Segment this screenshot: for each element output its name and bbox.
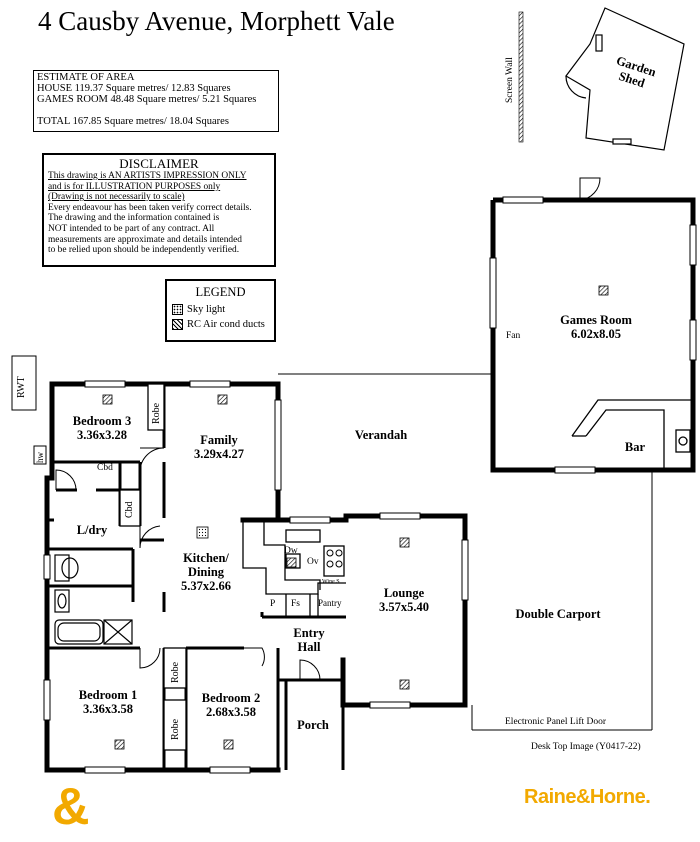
estimate-house: HOUSE 119.37 Square metres/ 12.83 Square… <box>37 83 231 94</box>
skylight-icon <box>172 304 183 315</box>
screen-wall <box>518 11 524 143</box>
area-verandah: Verandah <box>354 428 408 442</box>
robe-label: Robe <box>151 402 162 424</box>
disclaimer-line: NOT intended to be part of any contract.… <box>48 223 215 234</box>
pantry-p-label: P <box>270 599 276 609</box>
legend-skylight: Sky light <box>172 304 274 315</box>
kitchen-bench <box>242 520 346 617</box>
area-porch: Porch <box>297 718 329 732</box>
air-ducts <box>102 285 609 750</box>
legend-ducts-label: RC Air cond ducts <box>187 319 265 330</box>
disclaimer-heading: DISCLAIMER <box>119 156 199 171</box>
screen-wall-label: Screen Wall <box>505 57 515 103</box>
estimate-heading: ESTIMATE OF AREA <box>37 72 135 83</box>
air-duct-icon <box>172 319 183 330</box>
disclaimer-line: and is for ILLUSTRATION PURPOSES only <box>48 181 221 192</box>
area-laundry: L/dry <box>76 523 108 537</box>
estimate-games-room: GAMES ROOM 48.48 Square metres/ 5.21 Squ… <box>37 94 257 105</box>
area-estimate-box: ESTIMATE OF AREA HOUSE 119.37 Square met… <box>33 70 279 132</box>
disclaimer-line: measurements are approximate and details… <box>48 234 242 245</box>
windows <box>43 380 469 774</box>
pantry-label: Pantry <box>318 598 342 608</box>
fridge-space-label: Fs <box>291 599 300 609</box>
cbd-label: Cbd <box>97 463 113 473</box>
garden-shed <box>565 7 685 151</box>
robes <box>119 383 187 751</box>
oven-label: Ov <box>307 557 319 567</box>
estimate-total: TOTAL 167.85 Square metres/ 18.04 Square… <box>37 116 229 127</box>
legend-box: LEGEND Sky light RC Air cond ducts <box>165 279 276 342</box>
lift-door-label: Electronic Panel Lift Door <box>505 717 607 727</box>
games-room-walls <box>490 197 696 473</box>
disclaimer-line: to be relied upon should be independentl… <box>48 245 240 256</box>
robe-label: Robe <box>170 718 181 740</box>
stove-icon <box>326 549 343 568</box>
bar-counter <box>571 399 693 470</box>
legend-heading: LEGEND <box>195 285 246 299</box>
wine-storage-label: Wine S <box>322 579 340 585</box>
brand-logo: Raine&Horne. <box>524 786 651 808</box>
robe-label: Robe <box>170 661 181 683</box>
skylights <box>196 526 209 539</box>
bathroom-fixtures <box>54 554 133 645</box>
image-credit: Desk Top Image (Y0417-22) <box>531 742 641 752</box>
disclaimer-line: This drawing is AN ARTISTS IMPRESSION ON… <box>48 171 247 181</box>
area-double-carport: Double Carport <box>515 607 601 621</box>
dishwasher-label: Dw <box>284 546 298 556</box>
hw-label: hw <box>35 452 45 463</box>
area-bar: Bar <box>624 440 646 454</box>
brand-logo-mark: & <box>52 778 90 836</box>
fan-label: Fan <box>506 331 521 341</box>
disclaimer-box: DISCLAIMER This drawing is AN ARTISTS IM… <box>42 153 276 267</box>
disclaimer-line: (Drawing is not necessarily to scale) <box>48 192 185 203</box>
disclaimer-line: The drawing and the information containe… <box>48 213 220 224</box>
hw-tank <box>33 445 47 465</box>
disclaimer-line: Every endeavour has been taken verify co… <box>48 202 252 213</box>
legend-skylight-label: Sky light <box>187 304 226 315</box>
legend-ducts: RC Air cond ducts <box>172 319 274 330</box>
plan-title: 4 Causby Avenue, Morphett Vale <box>38 6 395 36</box>
games-room-windows <box>489 196 697 474</box>
rwt-tank <box>11 355 37 411</box>
cbd-label: Cbd <box>124 501 135 518</box>
rwt-label: RWT <box>16 376 27 398</box>
